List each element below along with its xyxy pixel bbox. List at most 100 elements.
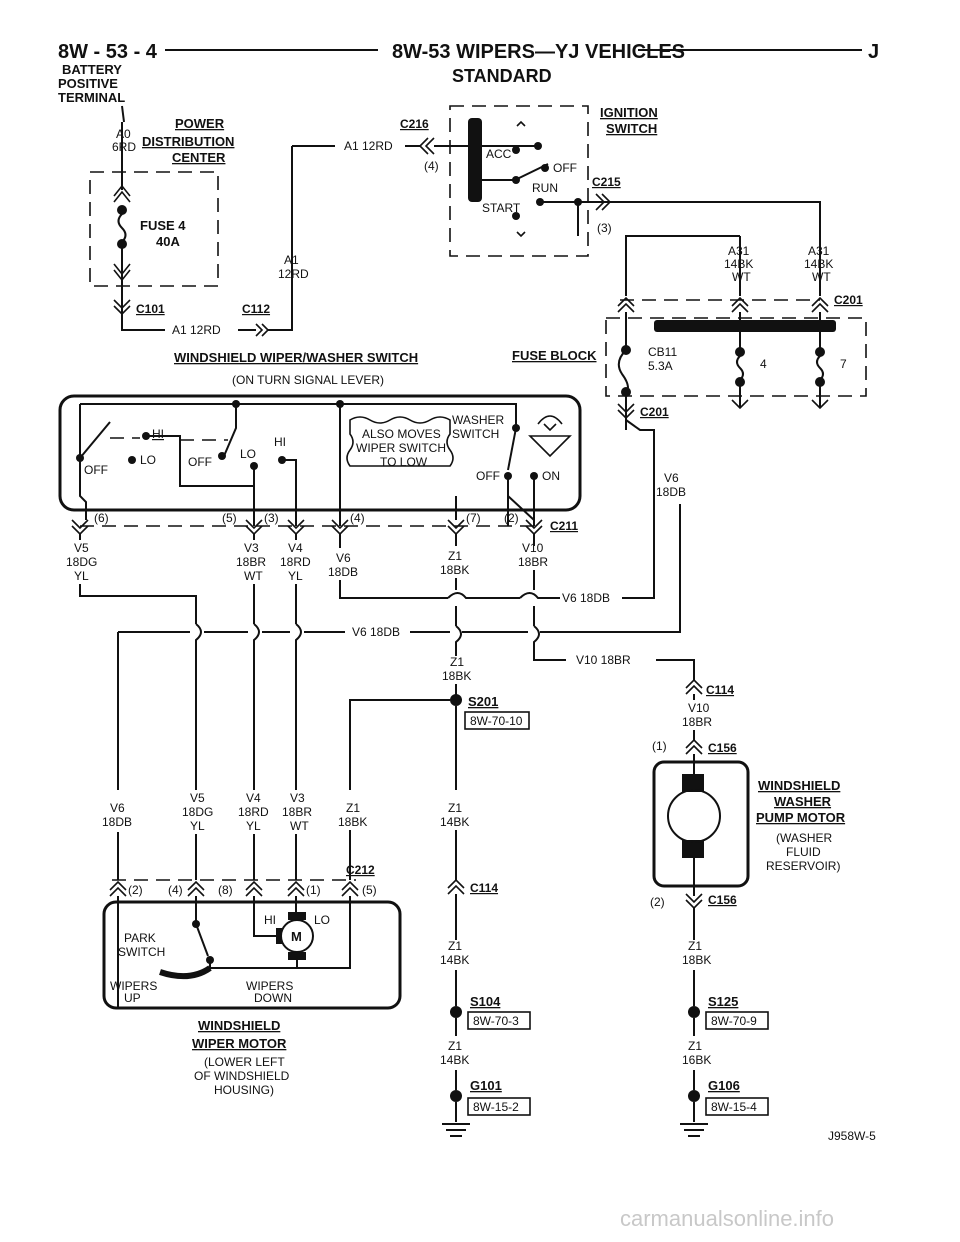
wire-18rd-b: 18RD [238, 805, 269, 819]
header-letter: J [868, 41, 879, 63]
wire-wt-2: WT [812, 270, 831, 284]
wipers-down-1: WIPERS [246, 979, 293, 993]
battery-label-1: BATTERY [62, 62, 122, 77]
wws-note-3: TO LOW [380, 455, 428, 469]
fuse-4-label: FUSE 4 [140, 218, 186, 233]
wire-18db-mid: 18DB [328, 565, 358, 579]
fuse-4-block: 4 [760, 357, 767, 371]
fuse-4-rating: 40A [156, 234, 180, 249]
connector-c101: C101 [136, 302, 165, 316]
wire-yl-4: YL [246, 819, 261, 833]
wws-washer-2: SWITCH [452, 427, 499, 441]
wire-18br-c: 18BR [282, 805, 312, 819]
motor-lo: LO [314, 913, 330, 927]
ground-g106: G106 [708, 1078, 740, 1093]
park-switch-2: SWITCH [118, 945, 165, 959]
motor-pin-8: (8) [218, 883, 233, 897]
wire-v4-b: V4 [246, 791, 261, 805]
wire-v5-b: V5 [190, 791, 205, 805]
fuse-block-label: FUSE BLOCK [512, 348, 597, 363]
wire-wt-4: WT [290, 819, 309, 833]
ign-off: OFF [553, 161, 577, 175]
pump-note-2: FLUID [786, 845, 821, 859]
pdc-cavity-6rd: 6RD [112, 140, 136, 154]
ign-start: START [482, 201, 521, 215]
connector-c211: C211 [550, 519, 578, 533]
wire-v10-a: V10 [522, 541, 544, 555]
wire-18dg: 18DG [66, 555, 97, 569]
motor-pin-4: (4) [168, 883, 183, 897]
wws-pin-5: (5) [222, 511, 237, 525]
motor-m: M [291, 929, 302, 944]
pump-pin-2: (2) [650, 895, 665, 909]
ground-g101-ref: 8W-15-2 [473, 1100, 519, 1114]
wws-note-2: WIPER SWITCH [356, 441, 446, 455]
wws-pin-6: (6) [94, 511, 109, 525]
wws-on-washer: ON [542, 469, 560, 483]
wire-v6-18db-right: V6 18DB [562, 591, 610, 605]
wire-14bk-2: 14BK [804, 257, 833, 271]
wire-z1-b: Z1 [450, 655, 464, 669]
wire-18bk-c: 18BK [338, 815, 367, 829]
splice-s104-ref: 8W-70-3 [473, 1014, 519, 1028]
ign-title-2: SWITCH [606, 121, 657, 136]
pdc-title-2: DISTRIBUTION [142, 134, 234, 149]
pump-note-3: RESERVOIR) [766, 859, 840, 873]
wire-v6-c: V6 [110, 801, 125, 815]
cb11-label: CB11 [648, 345, 677, 359]
wire-14bk-f: 14BK [440, 1053, 469, 1067]
motor-pin-5: (5) [362, 883, 377, 897]
connector-c156-bottom: C156 [708, 893, 737, 907]
wire-18db-c: 18DB [102, 815, 132, 829]
wipers-up-1: WIPERS [110, 979, 157, 993]
pdc-title-1: POWER [175, 116, 225, 131]
wire-z1-g: Z1 [688, 939, 702, 953]
pump-pin-1: (1) [652, 739, 667, 753]
watermark: carmanualsonline.info [620, 1206, 834, 1231]
wws-hi-2: HI [274, 435, 286, 449]
cb11-rating: 5.3A [648, 359, 673, 373]
wire-yl-3: YL [190, 819, 205, 833]
battery-label-2: POSITIVE [58, 76, 118, 91]
fuse-7-block: 7 [840, 357, 847, 371]
wire-18br-a: 18BR [518, 555, 548, 569]
wipers-up-2: UP [124, 991, 141, 1005]
wire-a1-12rd-top: A1 12RD [344, 139, 393, 153]
ground-g106-ref: 8W-15-4 [711, 1100, 757, 1114]
wire-18db-right: 18DB [656, 485, 686, 499]
wire-z1-e: Z1 [448, 939, 462, 953]
wire-wt-3: WT [244, 569, 263, 583]
park-switch-1: PARK [124, 931, 156, 945]
wws-title: WINDSHIELD WIPER/WASHER SWITCH [174, 350, 418, 365]
wire-v6-right: V6 [664, 471, 679, 485]
wire-z1-d: Z1 [448, 801, 462, 815]
splice-s104: S104 [470, 994, 501, 1009]
wire-v6-mid: V6 [336, 551, 351, 565]
wire-v10-18br: V10 18BR [576, 653, 631, 667]
connector-c156-top: C156 [708, 741, 737, 755]
wire-z1-c: Z1 [346, 801, 360, 815]
wire-14bk-e: 14BK [440, 953, 469, 967]
wire-z1-a: Z1 [448, 549, 462, 563]
page-subtitle: STANDARD [452, 66, 552, 86]
wire-wt-1: WT [732, 270, 751, 284]
motor-pin-1: (1) [306, 883, 321, 897]
wws-pin-7: (7) [466, 511, 481, 525]
pdc-title-3: CENTER [172, 150, 226, 165]
wire-v5: V5 [74, 541, 89, 555]
wire-z1-h: Z1 [688, 1039, 702, 1053]
wws-off: OFF [84, 463, 108, 477]
wire-14bk-1: 14BK [724, 257, 753, 271]
wire-16bk-h: 16BK [682, 1053, 711, 1067]
wire-yl-1: YL [74, 569, 89, 583]
connector-c216: C216 [400, 117, 429, 131]
wws-off-washer: OFF [476, 469, 500, 483]
wws-pin-2: (2) [504, 511, 519, 525]
wws-pin-4: (4) [350, 511, 365, 525]
ign-run: RUN [532, 181, 558, 195]
ign-acc: ACC [486, 147, 512, 161]
figure-id: J958W-5 [828, 1129, 876, 1143]
splice-s201-ref: 8W-70-10 [470, 714, 523, 728]
battery-label-3: TERMINAL [58, 90, 125, 105]
